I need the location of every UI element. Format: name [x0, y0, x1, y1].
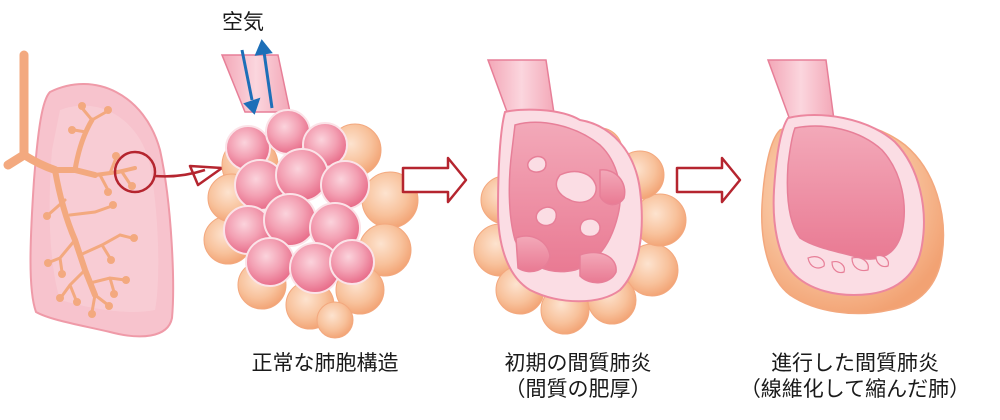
air-label: 空気: [222, 10, 264, 34]
stage-label-line1: 正常な肺胞構造: [251, 351, 399, 375]
zoom-circle: [113, 150, 157, 194]
advanced-pneumonia-alveoli: [761, 59, 945, 315]
stage-label-normal: 正常な肺胞構造: [225, 350, 425, 376]
stage-label-advanced: 進行した間質肺炎 （線維化して縮んだ肺）: [735, 350, 975, 402]
progression-arrow-icon: [675, 156, 742, 204]
stage-label-early: 初期の間質肺炎 （間質の肥厚）: [468, 350, 688, 402]
zoom-arrow-icon: [188, 164, 224, 187]
stage-label-line2: （間質の肥厚）: [504, 377, 652, 401]
early-pneumonia-alveoli: [473, 59, 687, 335]
progression-arrow-icon: [401, 156, 468, 204]
stage-label-line1: 初期の間質肺炎: [504, 351, 652, 375]
airflow-arrows-icon: [240, 39, 274, 115]
stage-label-line2: （線維化して縮んだ肺）: [739, 377, 971, 401]
stage-label-line1: 進行した間質肺炎: [771, 351, 939, 375]
bronchial-tree: [3, 50, 137, 314]
lung-illustration: [3, 50, 224, 338]
normal-alveoli: [203, 39, 419, 339]
